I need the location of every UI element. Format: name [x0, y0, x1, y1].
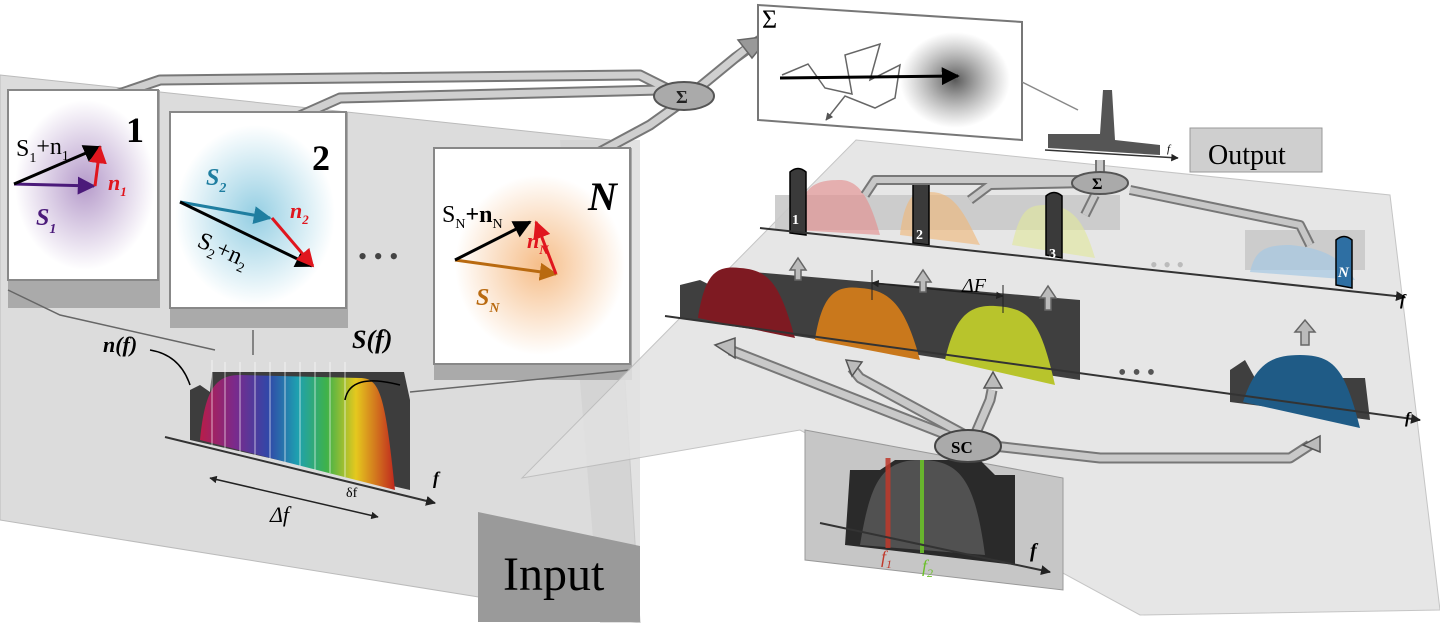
summation-node-left-label: Σ: [676, 87, 688, 107]
channel-spacing-arrow: [871, 279, 1004, 300]
input-panel-1: 1 S1+n1 S1 n1: [7, 89, 160, 308]
resolution-label: δf: [346, 486, 358, 501]
input-spectrum-axis-label: f: [433, 468, 441, 488]
summation-to-output-line: [1021, 81, 1079, 111]
channel-middle-ellipsis: • • •: [1118, 360, 1155, 386]
summation-resultant-arrow: [779, 67, 960, 86]
input-spectrum-axis: [164, 436, 436, 506]
bandwidth-arrow: [209, 475, 379, 520]
channel-top-number-1: 1: [792, 213, 799, 228]
source-f1-label: f1: [881, 547, 892, 571]
output-spectrum: f: [1044, 90, 1179, 162]
source-f2-label: f2: [922, 556, 933, 580]
channel-top-number-n: N: [1337, 265, 1350, 281]
panel-n-sum-label: SN+nN: [442, 202, 503, 232]
channel-filter-windows: [789, 167, 1353, 289]
output-box: Output: [1189, 127, 1323, 173]
panel-1-signal-label: S1: [36, 205, 56, 237]
panel-1-sum-label: S1+n1: [16, 134, 69, 166]
source-node-label: SC: [951, 438, 973, 457]
source-panel: f f1 f2: [804, 429, 1064, 591]
panel-1-signal-arrow: [13, 176, 96, 195]
channel-middle-axis-label: f: [1405, 410, 1412, 427]
channel-summation-node: Σ: [1071, 171, 1129, 195]
channel-spacing-label: ΔF: [961, 275, 987, 297]
panel-n-noise-arrow: [533, 220, 558, 275]
panel-1-sum-arrow: [13, 145, 102, 186]
input-panel-n: N SN+nN SN nN: [433, 147, 632, 380]
channel-row-middle: f • • • ΔF: [664, 267, 1421, 428]
panel-1-noise-arrow: [89, 145, 107, 187]
channel-top-number-3: 3: [1049, 247, 1056, 262]
filter-up-arrows: [788, 256, 1317, 346]
panel-1-noise-label: n1: [108, 170, 127, 199]
panel-2-noise-arrow: [270, 217, 315, 268]
panel-2-sum-arrow: [179, 200, 314, 268]
panel-n-noise-label: nN: [527, 228, 549, 257]
random-walk-path: [781, 42, 901, 121]
input-spectrum-signal-label: S(f): [352, 325, 392, 354]
summation-node-left: Σ: [653, 81, 715, 111]
channel-summation-pipes-inner: [862, 160, 1313, 247]
panel-2-sum-label: S2+n2: [192, 228, 253, 277]
source-pipe-arrowheads: [713, 336, 1321, 454]
channel-top-number-2: 2: [916, 228, 923, 243]
panel-2-signal-arrow: [179, 200, 272, 225]
panel-2-index: 2: [312, 138, 330, 178]
summation-panel-symbol: Σ: [762, 5, 777, 34]
output-label: Output: [1208, 140, 1286, 171]
panel-2-signal-label: S2: [206, 165, 226, 196]
panel-1-index: 1: [126, 110, 144, 150]
channel-plane: [520, 139, 1440, 616]
channel-top-ellipsis: • • •: [1150, 252, 1184, 277]
channel-top-axis-label: f: [1400, 292, 1407, 309]
input-spectrum-noise-label: n(f): [103, 332, 137, 357]
input-label: Input: [503, 548, 605, 601]
signal-label-pointer: [344, 380, 401, 401]
summation-panel: Σ: [757, 3, 1023, 142]
panel-n-sum-arrow: [454, 220, 532, 262]
panel-to-spectrum-connectors: [7, 289, 631, 393]
panel-2-noise-label: n2: [290, 198, 309, 227]
noise-label-pointer: [149, 349, 191, 386]
panel-n-index: N: [587, 174, 619, 219]
input-box: Input: [478, 512, 640, 622]
panel-n-signal-label: SN: [476, 285, 500, 316]
panel-n-signal-arrow: [454, 258, 558, 281]
channel-summation-node-label: Σ: [1092, 176, 1102, 193]
input-panels-ellipsis: • • •: [358, 242, 398, 271]
source-node: SC: [934, 429, 1002, 463]
input-panel-2: 2 S2 n2 S2+n2: [169, 111, 348, 328]
output-spectrum-axis-label: f: [1167, 143, 1172, 155]
source-axis-label: f: [1030, 540, 1039, 562]
bandwidth-label: Δf: [269, 502, 292, 527]
input-spectrum: n(f) S(f) Δf δf f: [103, 325, 441, 527]
